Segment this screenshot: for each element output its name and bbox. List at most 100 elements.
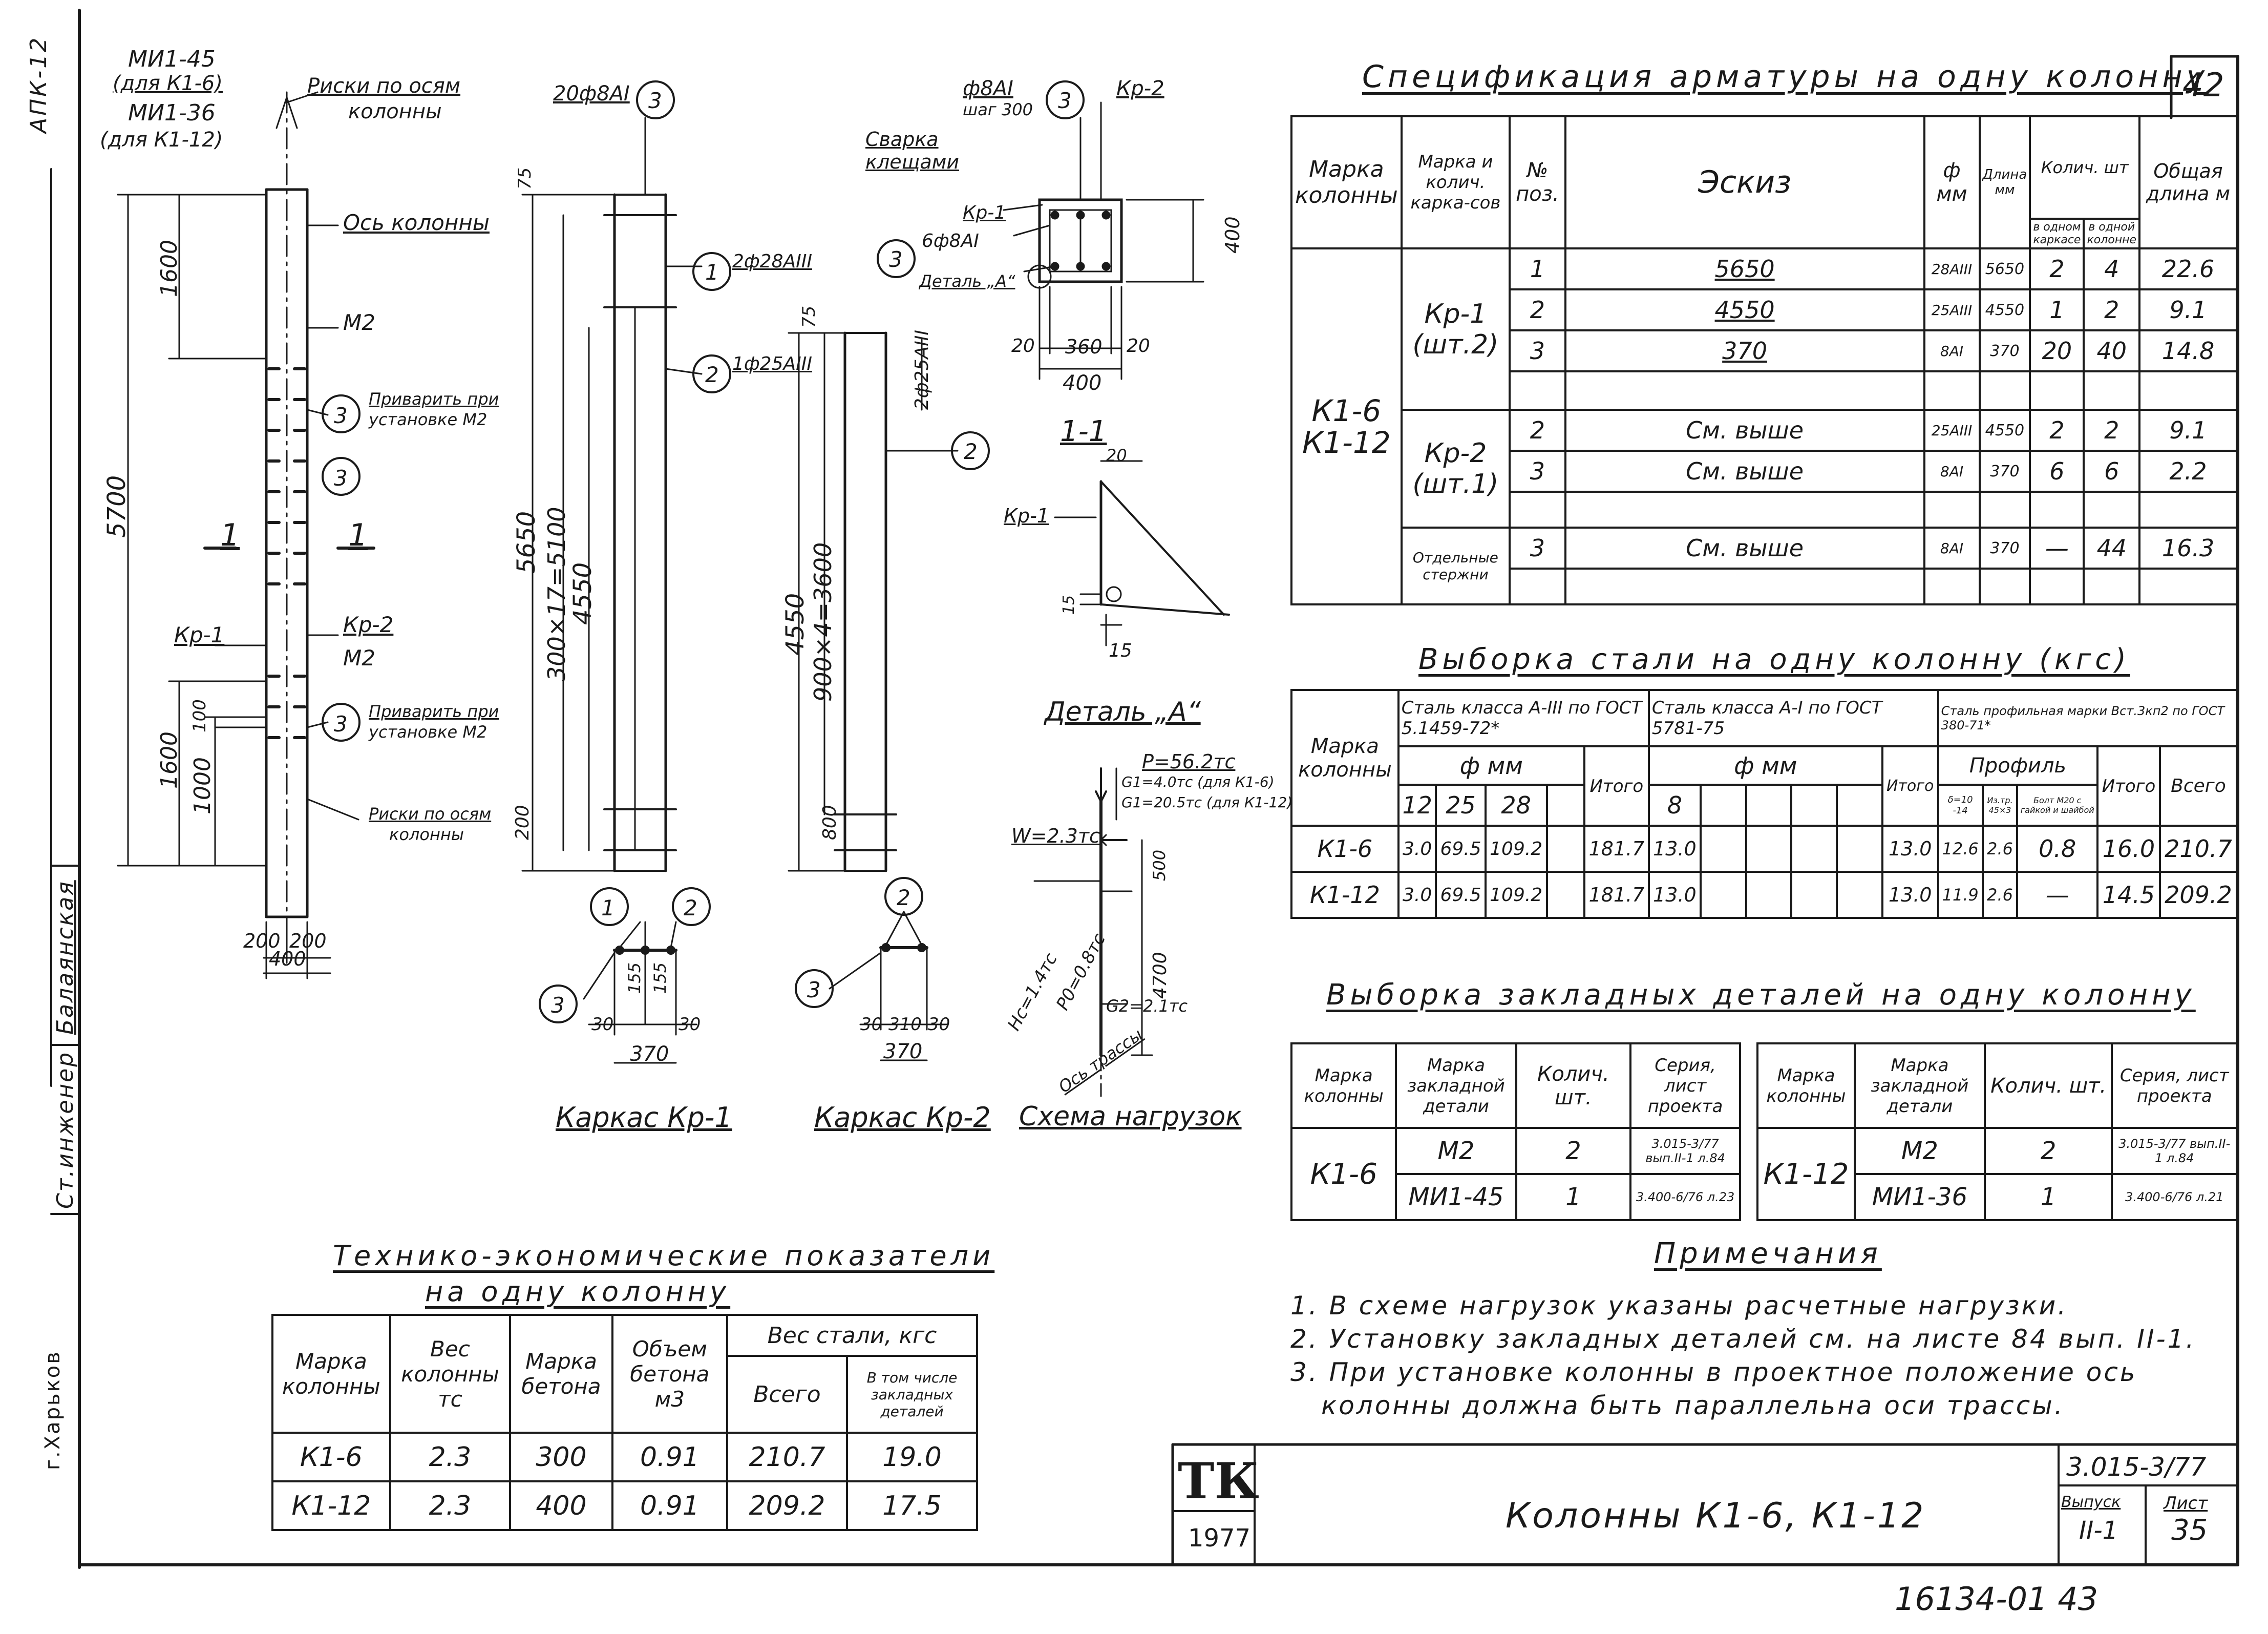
- spec-cell: 28АIII: [1923, 247, 1981, 290]
- tep-cell: 209.2: [726, 1480, 849, 1531]
- sheet-number: 42: [2182, 67, 2224, 104]
- spec-h-diam: ф мм: [1923, 115, 1981, 249]
- spec-cell: —: [2029, 527, 2085, 570]
- kr2-dim-4550: 4550: [781, 593, 810, 656]
- steel-cell: 181.7: [1583, 825, 1650, 873]
- steel-h-cell: δ=10 -14: [1937, 784, 1984, 827]
- tep-h-steel: Вес стали, кгс: [726, 1314, 979, 1357]
- steel-h-a1: Сталь класса А-I по ГОСТ 5781-75: [1647, 689, 1939, 747]
- spec-h-len: Длина мм: [1978, 115, 2031, 249]
- emb-col: К1-12: [1756, 1127, 1856, 1221]
- spec-cell: 8АI: [1923, 527, 1981, 570]
- steel-h-itogo1: Итого: [1583, 745, 1650, 827]
- note-1: 1. В схеме нагрузок указаны расчетные на…: [1290, 1291, 2068, 1321]
- embedded-table-left: Марка колонны Марка закладной детали Кол…: [1290, 1042, 1741, 1221]
- emb-h-qty: Колич. шт.: [1515, 1042, 1632, 1129]
- notes-title: Примечания: [1654, 1237, 1882, 1270]
- kr1-dim-75: 75: [515, 167, 535, 190]
- spec-h-count-col: в одной колонне: [2083, 218, 2141, 249]
- note-3: 3. При установке колонны в проектное пол…: [1290, 1357, 2137, 1387]
- kr2-sec-310: 310: [888, 1014, 922, 1035]
- tep-cell: 2.3: [389, 1432, 512, 1482]
- label-mi-45: МИ1-45: [128, 46, 216, 72]
- spec-h-count: Колич. шт: [2029, 115, 2141, 220]
- steel-cell: 3.0: [1397, 825, 1437, 873]
- emb-qty: 2: [1515, 1127, 1632, 1175]
- steel-cell: 210.7: [2158, 825, 2238, 873]
- spec-cell: 14.8: [2138, 329, 2238, 372]
- emb-h-col: Марка колонны: [1290, 1042, 1397, 1129]
- emb-h-det: Марка закладной детали: [1395, 1042, 1517, 1129]
- spec-table: Марка колонны Марка и колич. карка-сов №…: [1290, 115, 2238, 605]
- tep-cell: 400: [509, 1480, 613, 1531]
- load-p: P=56.2тс: [1142, 750, 1236, 773]
- label-weld-a2: установке М2: [369, 410, 487, 429]
- emb-h-det: Марка закладной детали: [1853, 1042, 1986, 1129]
- label-riski-bot-2: колонны: [389, 825, 464, 844]
- emb-h-ser: Серия, лист проекта: [1629, 1042, 1741, 1129]
- spec-cell: См. выше: [1564, 450, 1925, 493]
- kr2-dim-grid: 900×4=3600: [809, 542, 837, 702]
- steel-cell: 0.8: [2016, 825, 2099, 873]
- section-mark-left: 1: [220, 517, 240, 553]
- kr1-sec-370: 370: [630, 1042, 669, 1066]
- sec-kp1-bars: 6ф8АI: [922, 231, 979, 252]
- spec-h-sketch: Эскиз: [1564, 115, 1925, 249]
- steel-cell: 14.5: [2096, 871, 2161, 919]
- titleblock-h-issue: Выпуск: [2061, 1493, 2121, 1511]
- emb-det: М2: [1853, 1127, 1986, 1175]
- steel-h-fmm1: ф мм: [1397, 745, 1585, 786]
- steel-h-marka: Марка колонны: [1290, 689, 1400, 827]
- kr1-sec-30b: 30: [679, 1014, 701, 1035]
- steel-h-a3: Сталь класса А-III по ГОСТ 5.1459-72*: [1397, 689, 1650, 747]
- spec-cell: 2: [2029, 247, 2085, 290]
- spec-cell: 8АI: [1923, 329, 1981, 372]
- kr2-step: шаг 300: [963, 100, 1033, 119]
- kr1-dim-grid: 300×17=5100: [543, 507, 570, 682]
- label-axis: Ось колонны: [343, 210, 490, 235]
- steel-cell: —: [2016, 871, 2099, 919]
- label-weld-b2: установке М2: [369, 722, 487, 742]
- steel-h-cell: Из.тр. 45×3: [1981, 784, 2019, 827]
- tep-cell: 210.7: [726, 1432, 849, 1482]
- spec-cell: 4550: [1564, 288, 1925, 331]
- tep-h-mark: Марка колонны: [271, 1314, 391, 1434]
- steel-cell: 13.0: [1881, 825, 1939, 873]
- load-g1b: G1=20.5тс (для К1-12): [1121, 794, 1293, 811]
- steel-cell: 109.2: [1484, 871, 1548, 919]
- load-caption: Схема нагрузок: [1019, 1101, 1242, 1132]
- steel-h-itogo3: Итого: [2096, 745, 2161, 827]
- sec-dim-360: 360: [1065, 336, 1103, 358]
- steel-cell: 69.5: [1435, 871, 1487, 919]
- spec-cell: 3: [1509, 450, 1566, 493]
- kr1-sec-marker-1: 1: [601, 895, 615, 920]
- steel-h-itogo2: Итого: [1881, 745, 1939, 827]
- embedded-title: Выборка закладных деталей на одну колонн…: [1326, 978, 2196, 1012]
- spec-cell: 2: [1509, 288, 1566, 331]
- load-w: W=2.3тс: [1011, 825, 1100, 847]
- spec-cell: 25АIII: [1923, 288, 1981, 331]
- dim-1000: 1000: [189, 757, 216, 814]
- kr1-caption: Каркас Кр-1: [556, 1101, 732, 1134]
- spec-cell: 5650: [1564, 247, 1925, 290]
- emb-h-ser: Серия, лист проекта: [2111, 1042, 2238, 1129]
- sec-dim-20a: 20: [1011, 336, 1035, 357]
- marker-3-a: 3: [334, 403, 348, 428]
- det-kp1: Кр-1: [1004, 505, 1049, 527]
- sec-title: 1-1: [1060, 415, 1107, 448]
- label-weld-a1: Приварить при: [369, 389, 499, 409]
- emb-ser: 3.015-3/77 вып.II-1 л.84: [2111, 1127, 2238, 1175]
- spec-cell: 3: [1509, 329, 1566, 372]
- section-mark-right: 1: [348, 517, 368, 553]
- kr2-dim-75: 75: [799, 305, 819, 328]
- steel-table: Марка колонны Сталь класса А-III по ГОСТ…: [1290, 689, 2238, 919]
- kr1-dim-4550: 4550: [568, 562, 597, 625]
- dim-200a: 200: [243, 930, 281, 952]
- tep-h-weight: Вес колонны тс: [389, 1314, 512, 1434]
- kr1-marker-3: 3: [648, 88, 662, 113]
- emb-qty: 1: [1983, 1173, 2113, 1221]
- label-mi-36-note: (для К1-12): [100, 128, 223, 152]
- sec-kp1: Кр-1: [963, 202, 1006, 223]
- spec-cell: 2: [1509, 409, 1566, 452]
- spec-cell: 370: [1564, 329, 1925, 372]
